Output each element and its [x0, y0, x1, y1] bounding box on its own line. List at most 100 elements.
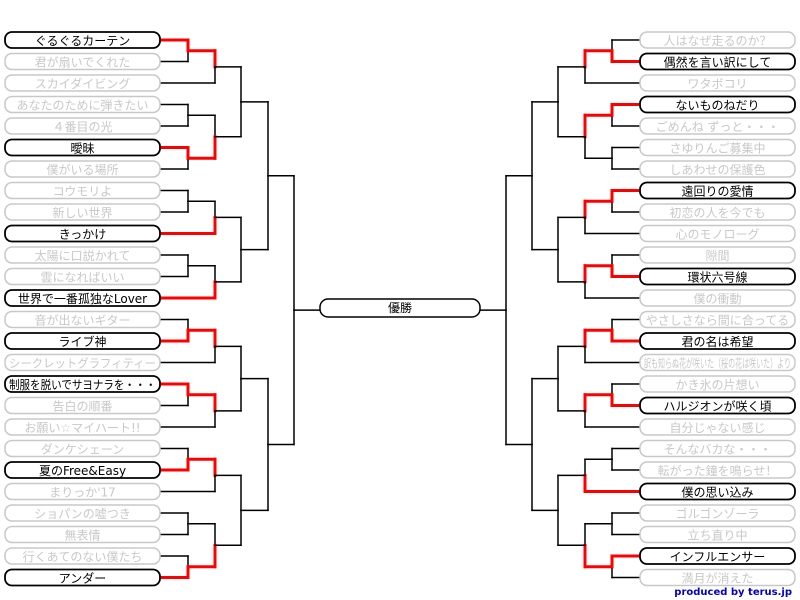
left-entry-name: 世界で一番孤独なLover [18, 292, 147, 306]
left-entry-box [4, 267, 161, 286]
left-entry-box [4, 396, 161, 415]
credit-text: produced by terus.jp [674, 587, 792, 598]
left-entry: アンダー [4, 568, 161, 587]
right-entry-name: やさしさなら間に合ってる [646, 313, 789, 328]
right-entry-name: 自分じゃない感じ [669, 420, 765, 435]
right-entry: インフルエンサー [639, 547, 796, 565]
right-entry-name: かき氷の片想い [675, 377, 759, 392]
right-entry-name: インフルエンサー [670, 550, 766, 564]
left-entry-name: お願い☆マイハート!! [24, 421, 140, 435]
right-entry-box [639, 396, 796, 415]
right-entry: 立ち直り中 [639, 525, 796, 544]
right-entry: やさしさなら間に合ってる [639, 310, 796, 329]
right-entry-box [639, 353, 796, 372]
right-entry: しあわせの保護色 [639, 160, 796, 178]
left-entry-box [4, 74, 161, 92]
left-entry-box [4, 547, 161, 565]
right-entry: 環状六号線 [639, 267, 796, 286]
right-entry-name: 人はなぜ走るのか？ [663, 34, 771, 48]
right-entry: 隙間 [639, 246, 796, 264]
right-entry: ごめんね ずっと・・・ [639, 117, 796, 135]
left-entry-box [4, 310, 161, 329]
right-entry-box [639, 504, 796, 522]
left-entry-name: 制服を脱いでサヨナラを・・・ [9, 377, 156, 392]
left-entry-name: 夏のFree&Easy [39, 464, 126, 478]
right-entry-name: 心のモノローグ [675, 228, 759, 242]
right-entry-box [639, 375, 796, 393]
left-entry: まりっか'17 [4, 482, 161, 501]
right-entry-name: そんなバカな・・・ [663, 443, 771, 457]
left-entry-box [4, 375, 161, 393]
right-entry-box [639, 310, 796, 329]
left-entry-box [4, 461, 161, 479]
left-entry-box [4, 439, 161, 458]
right-entry-name: 僕の衝動 [693, 292, 741, 306]
right-entry: 転がった鐘を鳴らせ！ [639, 461, 796, 479]
right-entry: かき氷の片想い [639, 375, 796, 393]
right-entry: ワタボコリ [639, 74, 796, 92]
right-entry-box [639, 31, 796, 49]
right-entry-name: 満月が消えた [681, 571, 753, 586]
left-entry-box [4, 353, 161, 372]
right-entry-box [639, 289, 796, 307]
left-entry-name: スカイダイビング [35, 76, 131, 91]
left-entry: ライブ神 [4, 332, 161, 350]
right-entry-box [639, 74, 796, 92]
right-entry-name: 僕の思い込み [681, 486, 753, 500]
right-entry: ゴルゴンゾーラ [639, 504, 796, 522]
left-entry-name: アンダー [59, 571, 107, 586]
right-entry: 心のモノローグ [639, 224, 796, 243]
entries-left: ぐるぐるカーテン君が扇いでくれたスカイダイビングあなたのために弾きたい４番目の光… [4, 31, 161, 587]
right-entry-name: ごめんね ずっと・・・ [656, 119, 780, 134]
right-entry: 自分じゃない感じ [639, 418, 796, 436]
left-entry-name: 新しい世界 [52, 205, 112, 220]
left-entry: 曖昧 [4, 138, 161, 157]
left-entry-name: 告白の順番 [52, 399, 112, 414]
right-entry-name: 環状六号線 [687, 270, 747, 285]
left-entry-name: シークレットグラフィティー [9, 357, 156, 371]
right-entry-box [639, 267, 796, 286]
left-entry-box [4, 138, 161, 157]
right-entry-box [639, 203, 796, 221]
right-entry: さゆりんご募集中 [639, 138, 796, 157]
right-entry-box [639, 482, 796, 501]
left-entry-box [4, 52, 161, 71]
right-entry-name: 訳も知らぬ花が咲いた（桜の花は咲いた）より [644, 356, 791, 371]
final-box: 優勝 [319, 298, 481, 318]
right-entry: ないものねだり [639, 95, 796, 114]
right-entry-name: 遠回りの愛情 [681, 185, 753, 199]
right-entry-box [639, 332, 796, 350]
right-entry-name: しあわせの保護色 [669, 162, 765, 177]
left-entry-box [4, 203, 161, 221]
left-entry: 君が扇いでくれた [4, 52, 161, 71]
left-entry-name: ショパンの嘘つき [34, 507, 131, 521]
left-entry-box [4, 160, 161, 178]
left-entry-box [4, 95, 161, 114]
right-entry: 人はなぜ走るのか？ [639, 31, 796, 49]
left-entry-box [4, 504, 161, 522]
left-entry: 雲になればいい [4, 267, 161, 286]
left-entry-name: 君が扇いでくれた [35, 55, 131, 70]
right-entry: そんなバカな・・・ [639, 439, 796, 458]
right-entry-name: ゴルゴンゾーラ [676, 506, 760, 521]
left-entry-box [4, 246, 161, 264]
bracket-lines-right [479, 39, 642, 579]
left-entry-name: ４番目の光 [52, 120, 112, 134]
left-entry-name: きっかけ [59, 228, 107, 242]
right-entry-name: 君の名は希望 [681, 334, 753, 349]
right-entry-box [639, 160, 796, 178]
left-entry-box [4, 117, 161, 135]
right-entry-box [639, 461, 796, 479]
right-entry-box [639, 246, 796, 264]
right-entry: 僕の思い込み [639, 482, 796, 501]
right-entry-name: 立ち直り中 [687, 528, 747, 543]
left-entry: 新しい世界 [4, 203, 161, 221]
left-entry-box [4, 181, 161, 200]
right-entry: 君の名は希望 [639, 332, 796, 350]
right-entry-box [639, 525, 796, 544]
right-entry-name: ないものねだり [675, 99, 759, 113]
right-entry-box [639, 52, 796, 71]
final-label: 優勝 [388, 300, 412, 315]
left-entry: きっかけ [4, 224, 161, 243]
